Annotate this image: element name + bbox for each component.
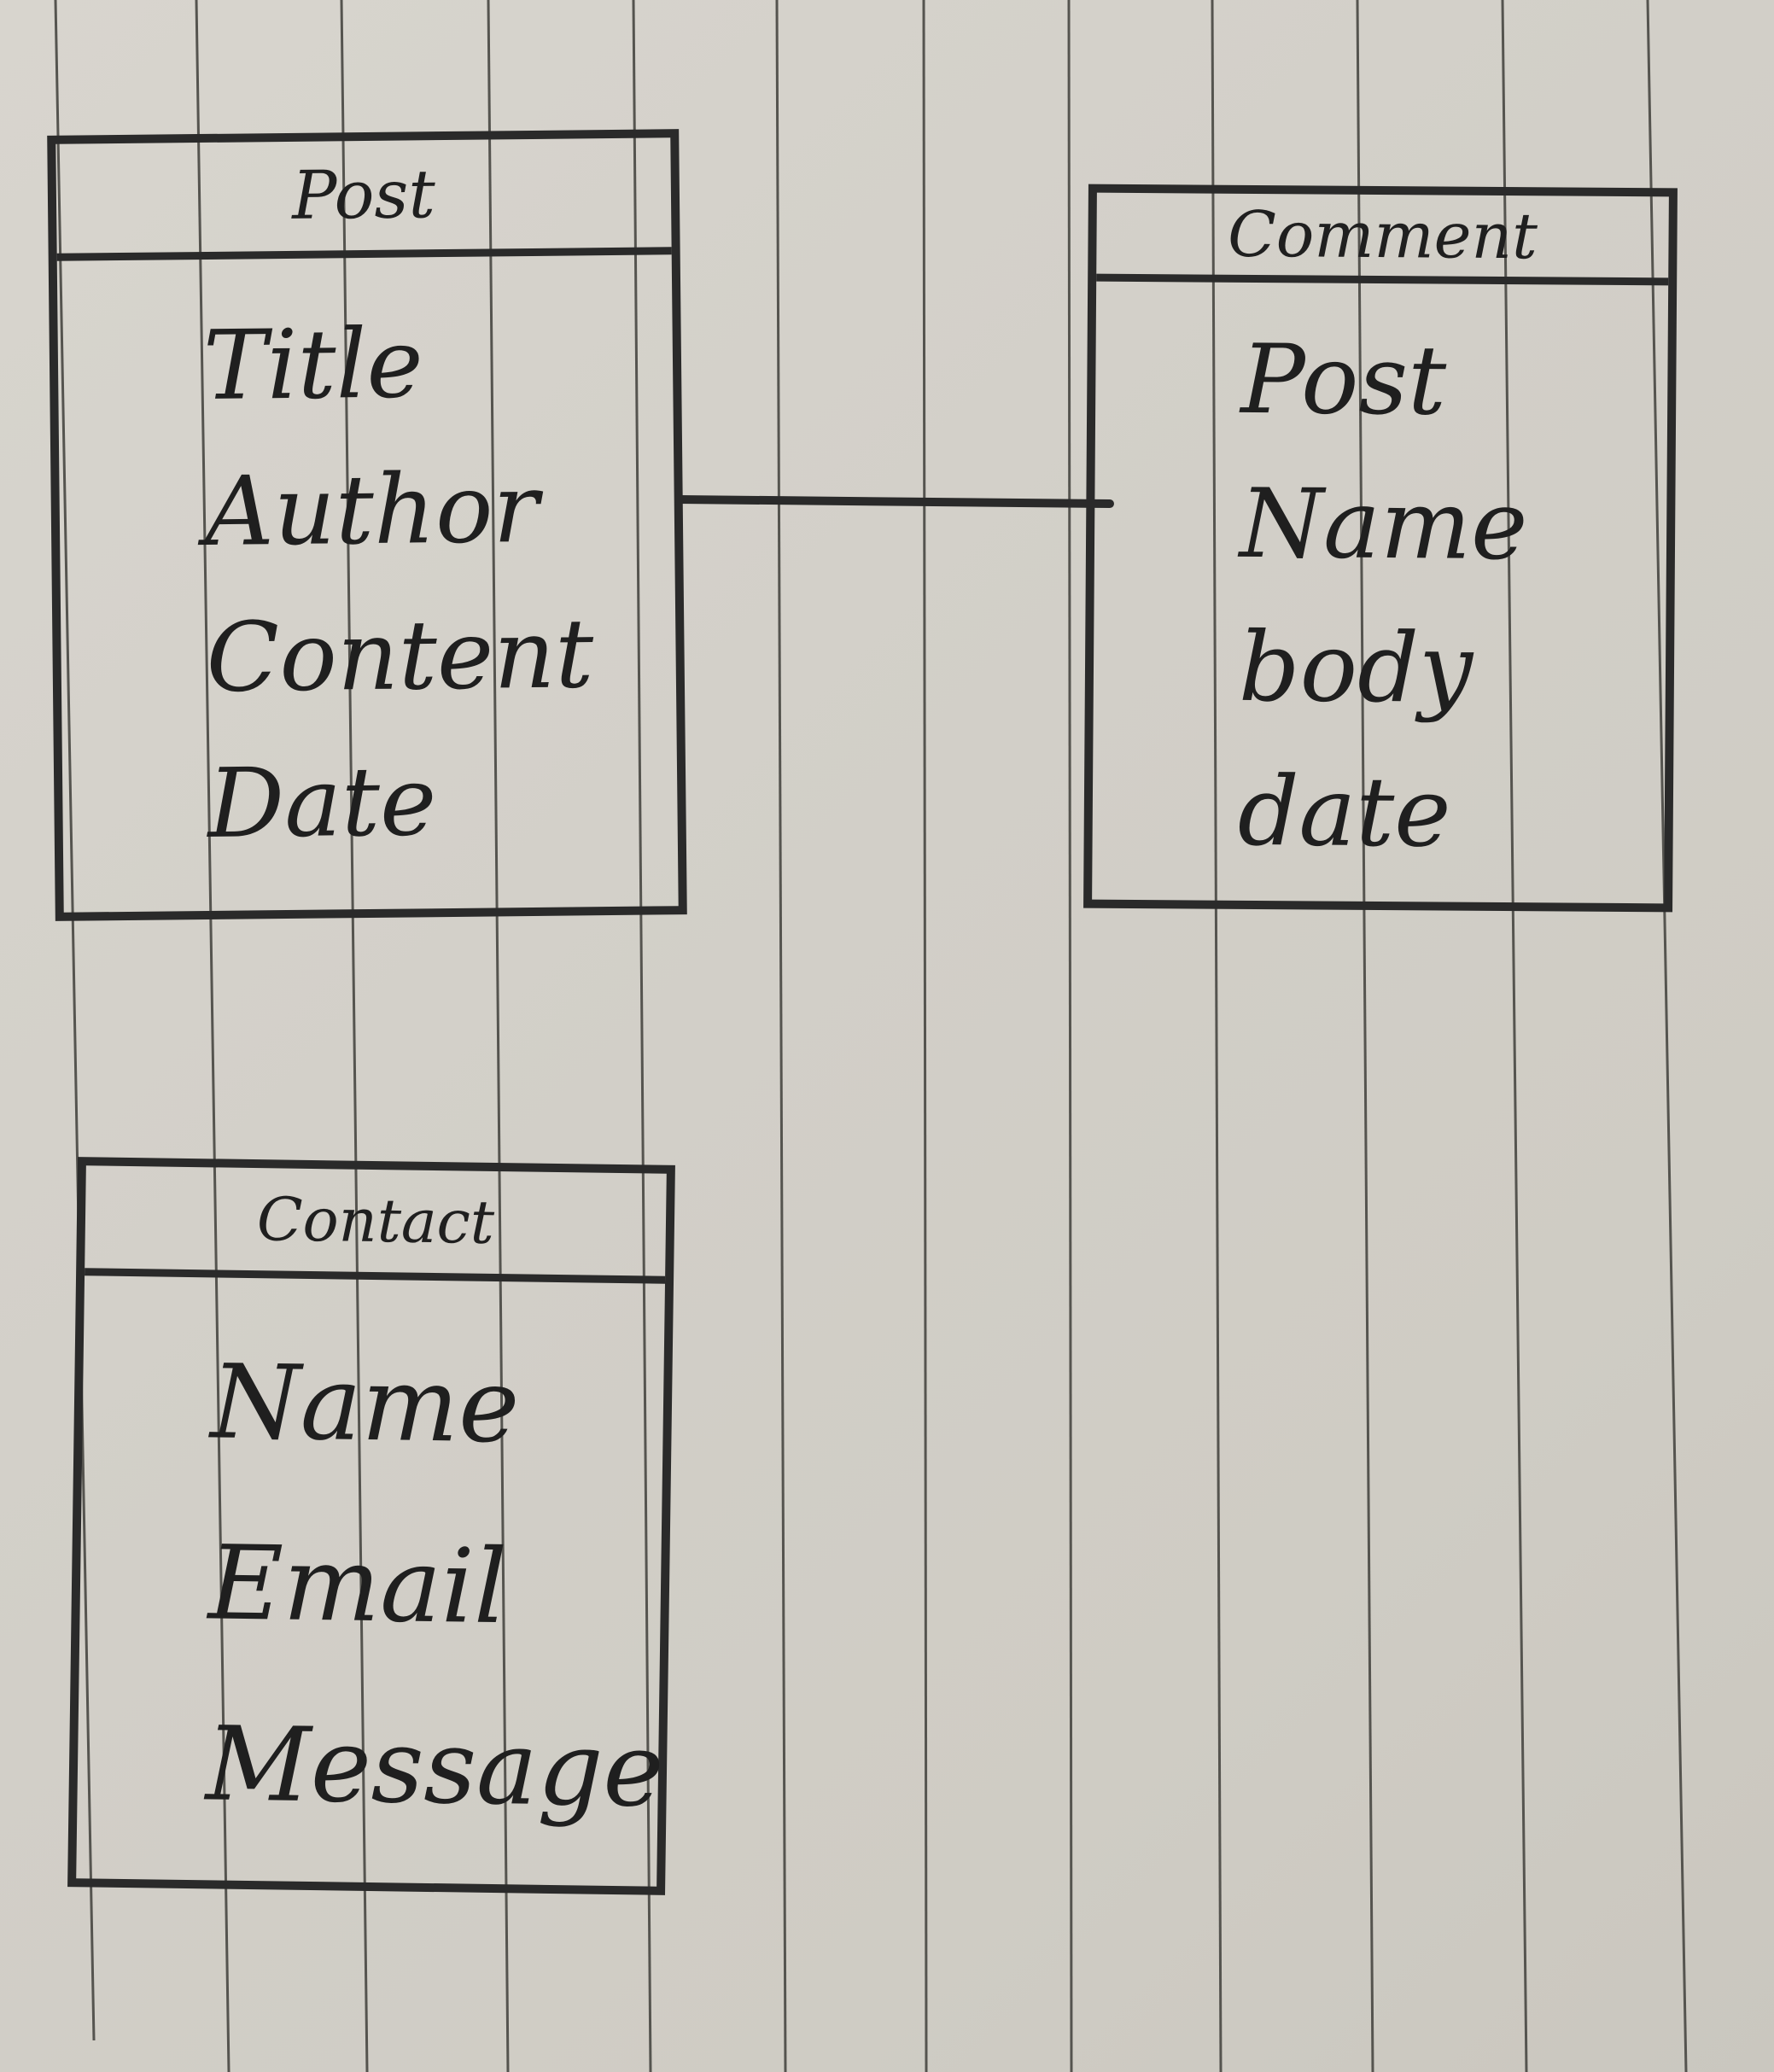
ruling-line xyxy=(487,0,510,2072)
entity-comment: Comment Post Name body date xyxy=(1083,184,1678,913)
ruling-line xyxy=(1646,0,1688,2072)
attribute: Name xyxy=(1239,468,1528,581)
ruling-line xyxy=(922,0,928,2072)
attribute: Name xyxy=(210,1342,521,1466)
ruling-line xyxy=(54,0,96,2041)
entity-contact-title: Contact xyxy=(85,1165,667,1284)
entity-comment-attributes: Post Name body date xyxy=(1092,282,1668,904)
entity-post-title: Post xyxy=(55,137,672,261)
ruling-line xyxy=(632,0,652,2072)
entity-comment-title: Comment xyxy=(1096,192,1669,286)
entity-contact-attributes: Name Email Message xyxy=(76,1275,665,1886)
entity-contact: Contact Name Email Message xyxy=(67,1157,675,1895)
attribute: body xyxy=(1238,612,1473,726)
ruling-line xyxy=(775,0,787,2072)
attribute: Date xyxy=(207,745,437,860)
ruling-line xyxy=(340,0,369,2072)
ruling-line xyxy=(1356,0,1374,2072)
entity-post-attributes: Title Author Content Date xyxy=(57,254,679,912)
attribute: Content xyxy=(205,598,594,714)
ruling-line xyxy=(195,0,231,2072)
attribute: Email xyxy=(207,1523,508,1647)
attribute: Post xyxy=(1240,324,1447,437)
ruling-line xyxy=(1501,0,1528,2072)
entity-post: Post Title Author Content Date xyxy=(47,129,687,921)
attribute: Author xyxy=(204,453,540,569)
ruling-line xyxy=(1211,0,1223,2072)
attribute: date xyxy=(1237,756,1452,869)
attribute: Message xyxy=(205,1704,665,1830)
attribute: Title xyxy=(202,308,424,423)
ruling-line xyxy=(1067,0,1073,2072)
